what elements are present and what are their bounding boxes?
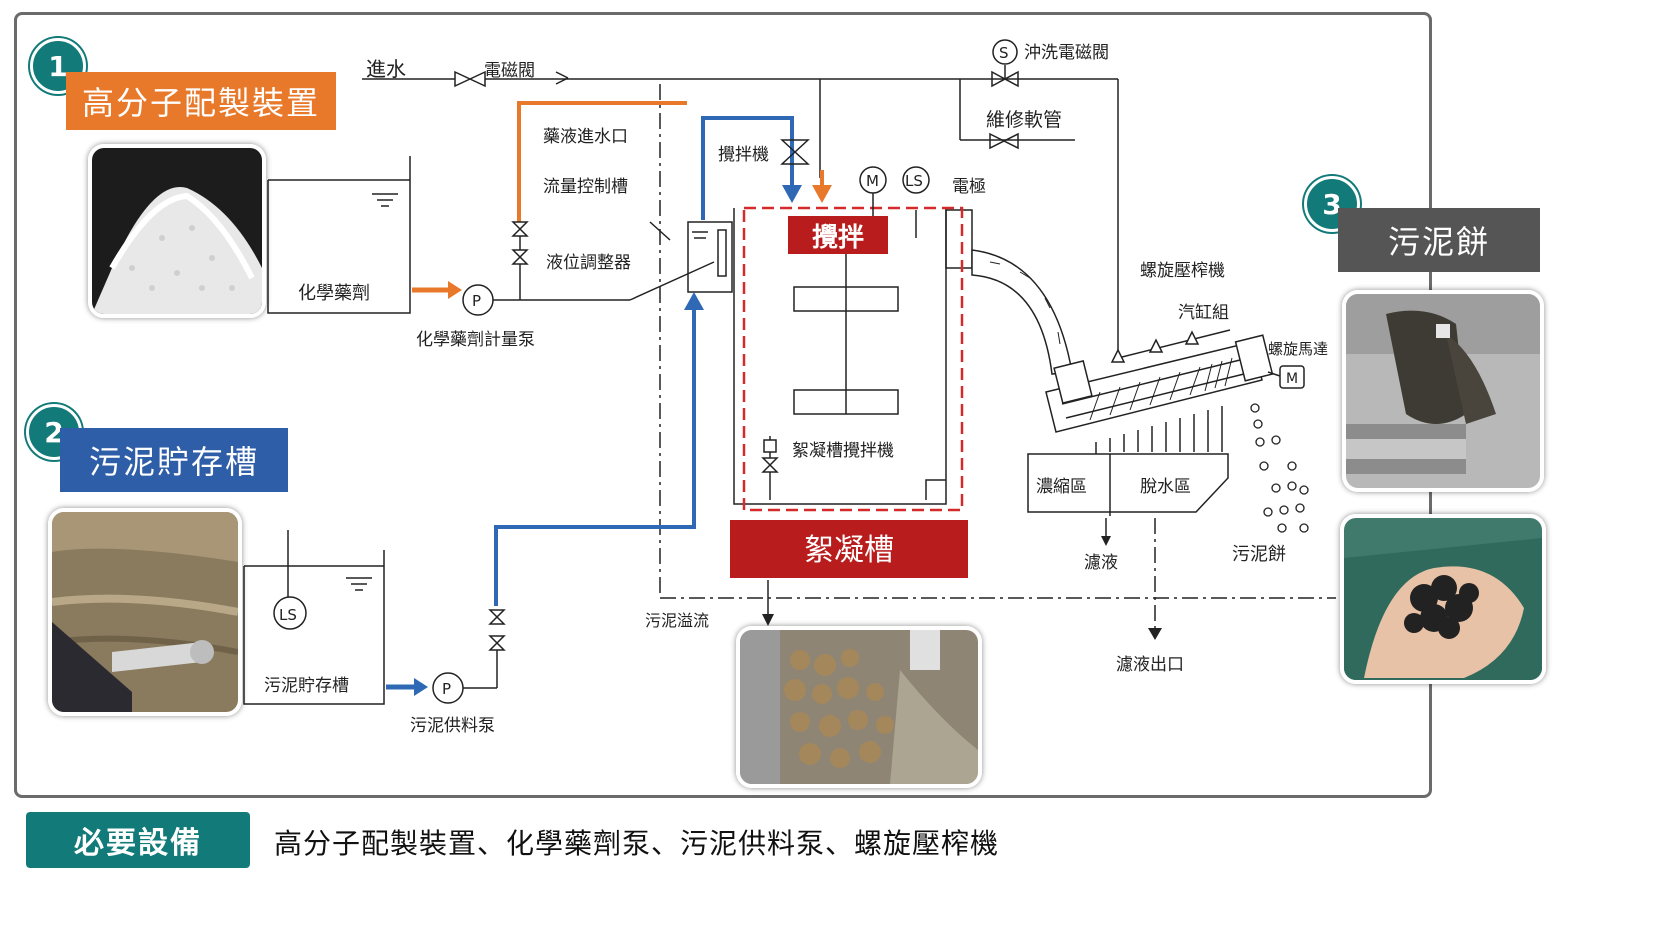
- section-3-title: 污泥餅: [1338, 208, 1540, 272]
- screw-flights: [1089, 357, 1233, 421]
- mixer-valve-icon: [780, 139, 810, 165]
- inlet-water-line: [362, 71, 1119, 358]
- orange-down-arrow: [812, 170, 832, 203]
- chemical-inlet-valve-icon: [511, 221, 529, 300]
- sludge-pump-label: 污泥供料泵: [410, 716, 495, 736]
- floc-mixer-label: 絮凝槽攪拌機: [792, 441, 894, 461]
- sludge-tank-photo: [48, 508, 242, 716]
- chemical-inlet-line: [517, 101, 687, 222]
- maintenance-hose-label: 維修軟管: [986, 109, 1062, 131]
- sludge-pump-p-label: P: [442, 680, 451, 698]
- cylinder-group-label: 汽缸組: [1178, 302, 1229, 323]
- sludge-cake-drops: [1250, 403, 1309, 533]
- sludge-storage-tank: [243, 530, 385, 705]
- sludge-ls-label: LS: [279, 606, 297, 624]
- solenoid-valve-label: 電磁閥: [484, 61, 535, 81]
- maintenance-valve-icon: [989, 132, 1019, 150]
- chem-pump-label: 化學藥劑計量泵: [416, 330, 535, 350]
- sludge-valve-icon: [462, 609, 506, 689]
- polymer-powder-photo: [88, 144, 266, 318]
- floc-overflow-photo: [736, 626, 982, 788]
- sludge-up-arrow: [684, 292, 704, 310]
- filtrate-outlet-label: 濾液出口: [1116, 655, 1184, 675]
- sludge-cake-diagram-label: 污泥餅: [1232, 544, 1286, 565]
- screw-press-label: 螺旋壓榨機: [1140, 261, 1225, 281]
- filtrate-outlet-arrow: [1148, 628, 1162, 640]
- mixer-top-label: 攪拌機: [718, 145, 769, 165]
- chemical-tank: [267, 156, 411, 314]
- filtrate-arrow: [1101, 536, 1111, 546]
- filtrate-drops: [1095, 406, 1223, 454]
- electrode-label: 電極: [952, 177, 986, 197]
- chem-inlet-label: 藥液進水口: [543, 127, 628, 147]
- floc-drain-valve-icon: [761, 439, 779, 473]
- motor-m-label: M: [866, 172, 879, 190]
- section-2-title: 污泥貯存槽: [60, 428, 288, 492]
- blue-down-arrow: [782, 185, 802, 203]
- screw-press-body: [1045, 334, 1274, 433]
- section-1-badge: 1: [30, 38, 86, 94]
- required-equipment-list: 高分子配製裝置、化學藥劑泵、污泥供料泵、螺旋壓榨機: [274, 827, 1000, 860]
- level-switch-icon: [902, 166, 930, 194]
- chemical-label: 化學藥劑: [298, 283, 370, 304]
- floc-tank-body: [733, 208, 973, 505]
- floc-tank-label: 絮凝槽: [804, 533, 894, 568]
- sludge-overflow-label: 污泥溢流: [645, 611, 709, 630]
- dewatering-zone-label: 脫水區: [1140, 477, 1191, 497]
- flow-tank-label: 流量控制槽: [543, 177, 628, 197]
- required-equipment-tag: 必要設備: [26, 812, 250, 868]
- chem-pump-p-label: P: [472, 292, 481, 310]
- solenoid-valve-icon: [454, 70, 486, 88]
- flush-solenoid-label: 沖洗電磁閥: [1024, 43, 1109, 63]
- floc-tank-tag-bg: [730, 520, 968, 578]
- s-symbol-label: S: [999, 44, 1009, 62]
- overflow-dashed-line: [659, 84, 1336, 630]
- overflow-arrow: [762, 614, 774, 626]
- chemical-feed-arrow: [412, 281, 462, 299]
- thickening-zone-label: 濃縮區: [1036, 477, 1087, 497]
- section-1-title: 高分子配製裝置: [66, 72, 336, 130]
- cylinder-group-icon: [1110, 329, 1231, 363]
- sludge-level-switch-icon: [273, 596, 307, 630]
- filtrate-trough: [1027, 453, 1229, 538]
- filtrate-label: 濾液: [1084, 553, 1118, 573]
- screw-motor-icon: [1267, 365, 1305, 389]
- sludge-tank-label: 污泥貯存槽: [264, 676, 349, 696]
- sludge-feed-line: [494, 306, 696, 606]
- ls-label: LS: [905, 172, 923, 190]
- sludge-feed-arrow: [386, 678, 428, 696]
- sludge-pump-icon: [432, 672, 464, 704]
- inlet-water-label: 進水: [366, 57, 406, 81]
- stir-label: 攪拌: [812, 223, 864, 253]
- discharge-chute: [971, 249, 1073, 375]
- stir-label-bg: [788, 216, 888, 254]
- level-adjuster-label: 液位調整器: [546, 253, 631, 273]
- mixer-motor-icon: [859, 166, 887, 216]
- screw-motor-label: 螺旋馬達: [1268, 340, 1328, 358]
- flow-control-tank: [649, 221, 733, 293]
- screw-motor-m-label: M: [1286, 371, 1298, 387]
- flush-solenoid-valve-icon: [991, 39, 1019, 88]
- chute-flow-arrows: [989, 261, 1061, 345]
- sludge-cake-photo: [1340, 514, 1546, 684]
- floc-dashed-outline: [742, 206, 964, 512]
- screw-press-photo: [1342, 290, 1544, 492]
- blue-top-line: [701, 116, 794, 220]
